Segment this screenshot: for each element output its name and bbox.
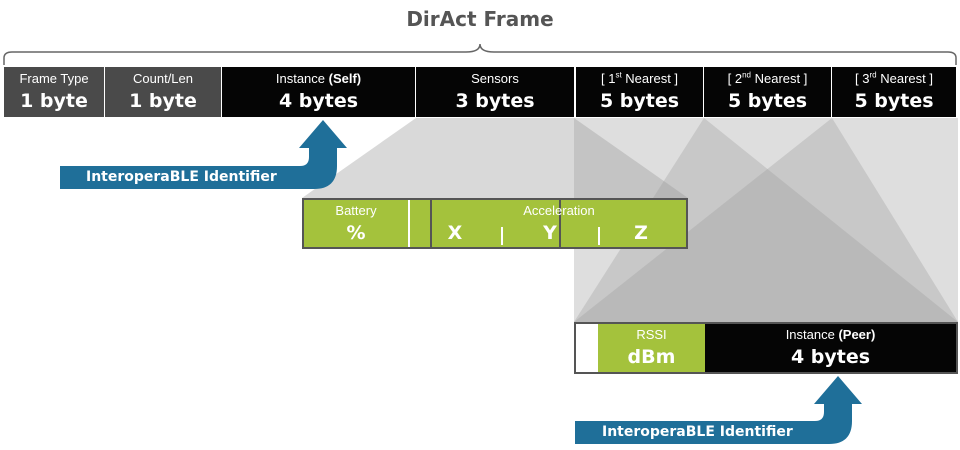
sensors-breakdown-bar [302,198,688,249]
instance-self-label-bold: (Self) [328,71,362,86]
nearest-3-projection [574,118,958,322]
nearest-1-label-sup: st [615,70,622,80]
instance-peer-label-text: Instance [785,327,839,342]
nearest-1-label-open: [ 1 [600,71,616,86]
instance-peer-label: Instance (Peer) [705,327,956,342]
instance-peer-label-bold: (Peer) [838,327,876,342]
count-len-label: Count/Len [133,71,193,86]
nearest-3-label-sup: rd [869,70,877,80]
instance-self-value: 4 bytes [278,90,359,112]
instance-self-label: Instance (Self) [222,72,415,86]
battery-unit: % [346,222,366,244]
nearest-2-label-open: [ 2 [727,71,743,86]
y-border [559,198,561,249]
frame-type-value: 1 byte [20,90,88,112]
diagram-title: DirAct Frame [406,7,554,31]
nearest-3-label-close: Nearest ] [876,71,933,86]
accel-z: Z [634,222,648,244]
yz-separator [598,227,600,245]
nearest-1-label-close: Nearest ] [621,71,679,86]
sensors-projection [302,118,688,198]
peer-identifier-label: InteroperaBLE Identifier [602,424,793,440]
nearest-2-label: [ 2nd Nearest ] [704,70,831,86]
nearest-2-value: 5 bytes [727,90,808,112]
self-identifier-label: InteroperaBLE Identifier [86,169,277,185]
xy-separator [501,227,503,245]
nearest-3-label-open: [ 3 [855,71,870,86]
battery-label: Battery [335,203,377,218]
nearest-1-projection [574,118,958,322]
count-len-value: 1 byte [129,90,197,112]
count-len-segment: Count/Len 1 byte [105,67,221,117]
nearest-1-segment: [ 1st Nearest ] 5 bytes [576,67,703,117]
nearest-1-value: 5 bytes [599,90,680,112]
sensors-segment: Sensors 3 bytes [416,67,574,117]
sensors-value: 3 bytes [455,90,535,112]
acceleration-label: Acceleration [523,203,595,218]
rssi-label: RSSI [636,327,667,342]
accel-x: X [447,222,463,244]
frame-type-segment: Frame Type 1 byte [4,67,104,117]
frame-brace [3,43,957,65]
peer-identifier-arrow [575,376,862,444]
accel-y: Y [543,222,557,244]
nearest-2-label-sup: nd [742,70,751,80]
rssi-unit: dBm [627,346,676,368]
frame-type-label: Frame Type [19,71,89,86]
nearest-2-label-close: Nearest ] [751,71,808,86]
instance-peer-value: 4 bytes [790,346,871,368]
instance-self-segment: Instance (Self) 4 bytes [222,67,415,117]
nearest-2-segment: [ 2nd Nearest ] 5 bytes [704,67,831,117]
battery-border [430,198,432,249]
rssi-cell [598,324,705,372]
nearest-3-label: [ 3rd Nearest ] [832,70,956,86]
nearest-3-segment: [ 3rd Nearest ] 5 bytes [832,67,956,117]
nearest-2-projection [574,118,958,322]
instance-peer-cell [705,324,956,372]
battery-separator [408,200,410,247]
nearest-3-value: 5 bytes [854,90,934,112]
nearest-1-label: [ 1st Nearest ] [576,70,703,86]
self-identifier-arrow [60,120,347,189]
instance-self-label-text: Instance [275,71,329,86]
sensors-label: Sensors [471,71,519,86]
